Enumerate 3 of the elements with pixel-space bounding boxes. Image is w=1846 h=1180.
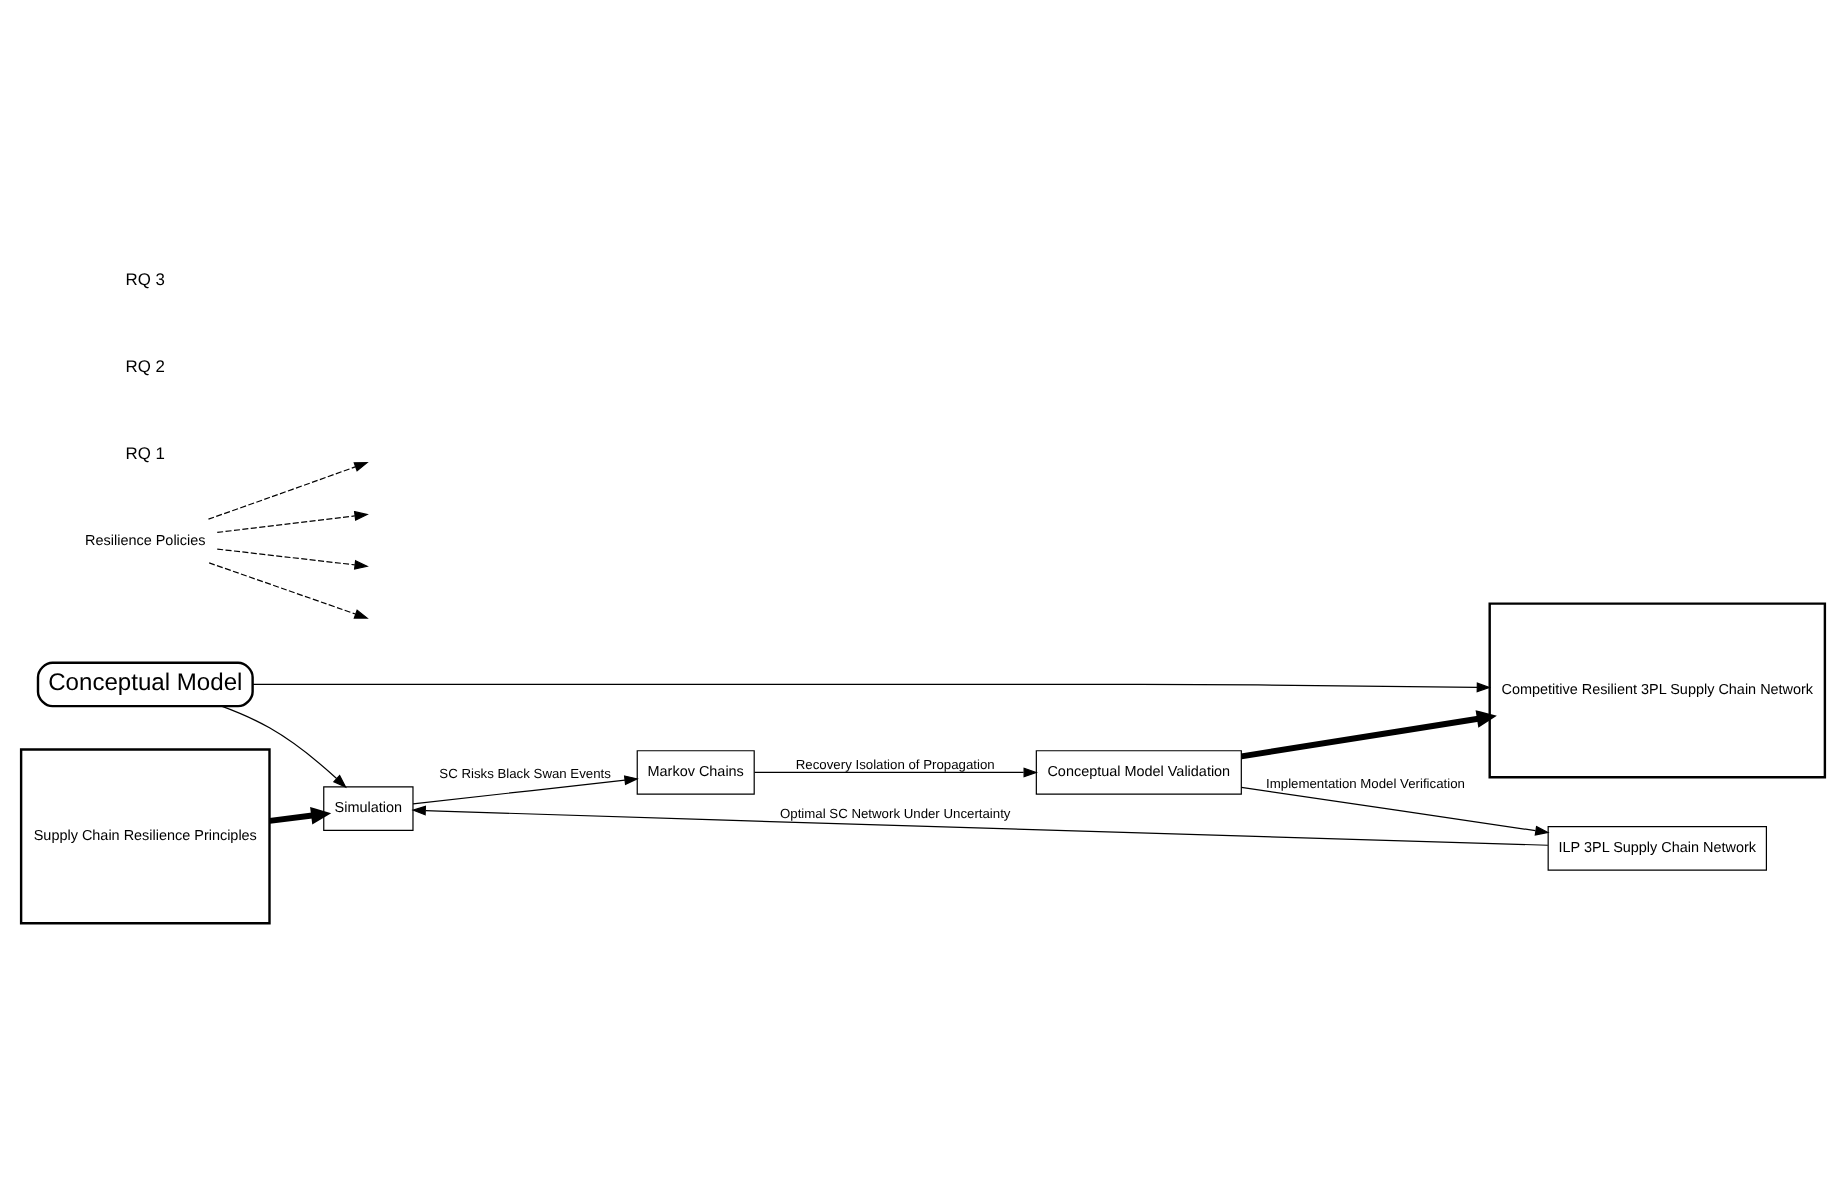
- label: RQ 2: [125, 354, 166, 375]
- label: RQ 1: [125, 441, 166, 462]
- label: RQ 3: [125, 267, 166, 288]
